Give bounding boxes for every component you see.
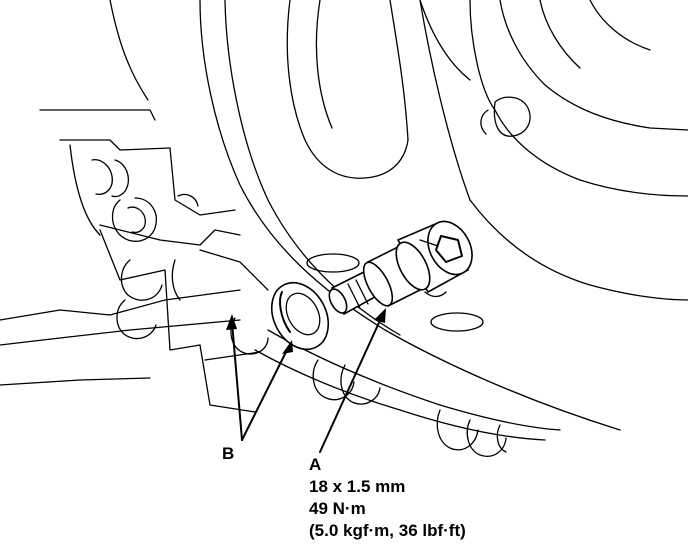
label-b: B (222, 444, 235, 463)
case-casting (0, 0, 688, 457)
torque-alt: (5.0 kgf·m, 36 lbf·ft) (309, 521, 466, 540)
callout-a: A 18 x 1.5 mm 49 N·m (5.0 kgf·m, 36 lbf·… (309, 454, 466, 542)
leader-lines (226, 308, 386, 453)
sealing-washer (270, 281, 330, 351)
label-a: A (309, 455, 322, 474)
drain-bolt (328, 220, 473, 316)
torque-nm: 49 N·m (309, 499, 366, 518)
bolt-size: 18 x 1.5 mm (309, 477, 406, 496)
callout-b: B (222, 443, 234, 465)
